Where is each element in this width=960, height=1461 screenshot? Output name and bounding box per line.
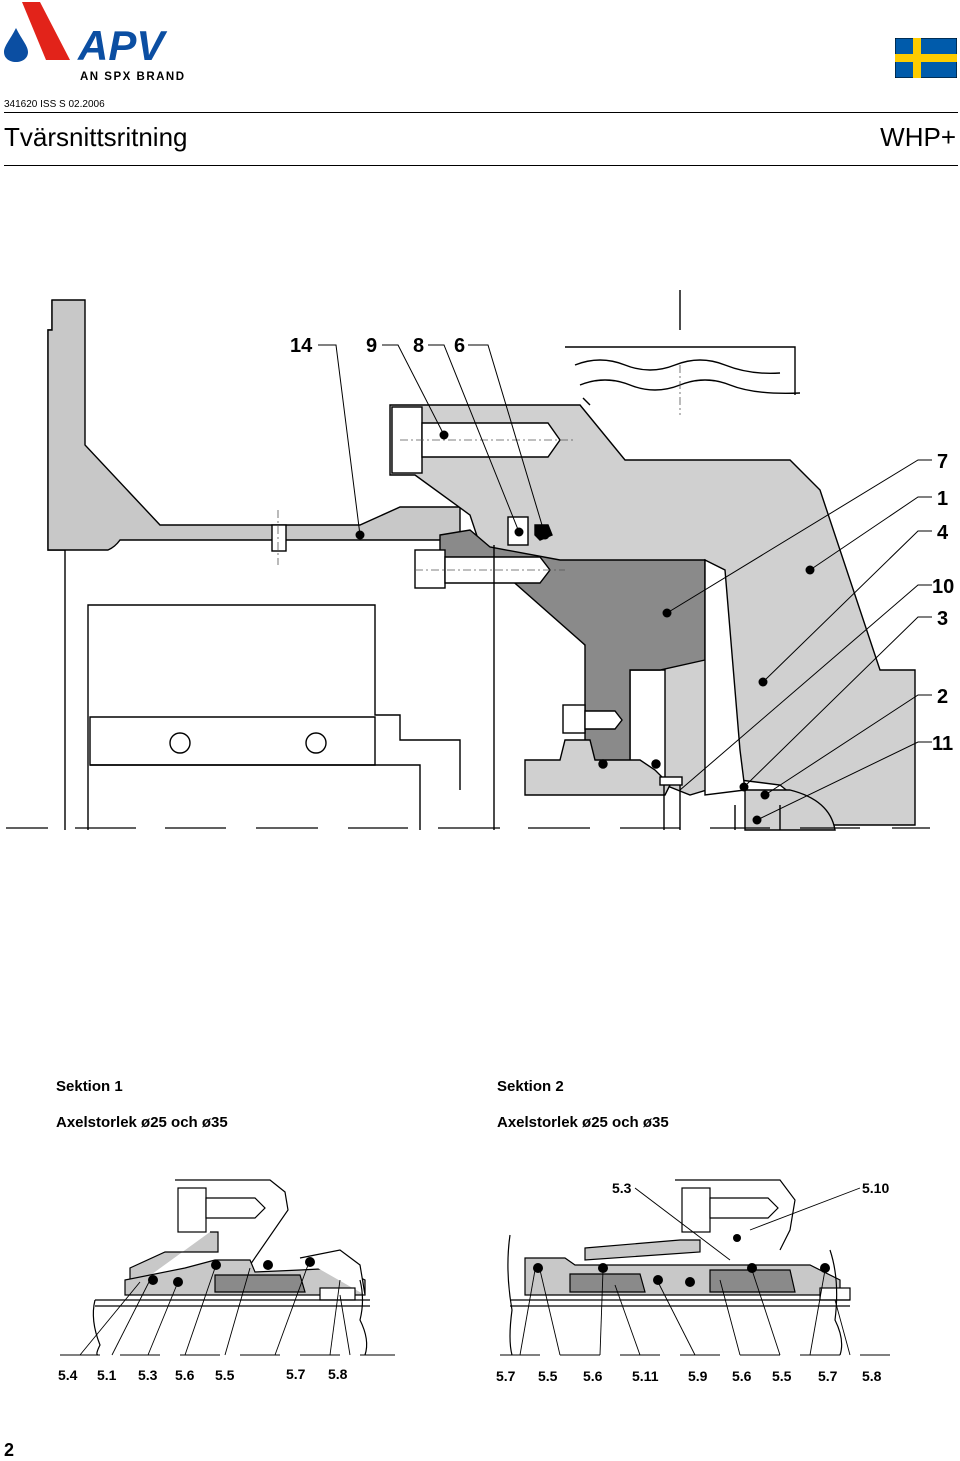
seal-face [569,1273,646,1293]
section2-seal-drawing: 5.3 5.10 5.7 5.5 5.6 5.11 5.9 5.6 5.5 5.… [496,1179,890,1384]
callout-label: 5.11 [632,1368,659,1384]
outlet-pipe [582,397,591,406]
pin [659,776,683,786]
section2-subheading: Axelstorlek ø25 och ø35 [497,1114,669,1131]
mechanical-seal [524,739,671,796]
socket-bolt-head [177,1187,207,1233]
outlet-pipe [574,359,781,375]
impeller-nose [744,789,836,831]
callout-label: 5.5 [772,1368,792,1384]
seal-face [709,1269,796,1293]
callout-label: 5.4 [58,1367,78,1383]
apv-logo: APV AN SPX BRAND [4,2,186,83]
bolt-shank [205,1197,266,1219]
callout-label: 14 [290,335,313,357]
callout-label: 5.1 [97,1367,117,1383]
bolt-shank [584,710,623,730]
callout-label: 5.8 [328,1366,348,1382]
callout-label: 8 [413,335,424,357]
socket-bolt-head [414,549,446,589]
callout-label: 5.7 [286,1366,306,1382]
callout-label: 5.6 [175,1367,195,1383]
callout-label: 1 [937,488,948,510]
callout-label: 5.6 [583,1368,603,1384]
callout-label: 10 [932,576,954,598]
section1-heading: Sektion 1 [56,1078,123,1095]
callout-label: 5.7 [818,1368,838,1384]
bolt-hole [169,732,191,754]
logo-red-drop-icon [22,2,70,60]
page-number: 2 [4,1440,15,1460]
pin [819,1287,851,1301]
pump-housing [299,1249,366,1296]
brand-name: APV [77,22,167,69]
seal-gland [584,1239,701,1261]
bolt-hole [305,732,327,754]
section2-heading: Sektion 2 [497,1078,564,1095]
shaft-lower [90,764,421,830]
callout-label: 5.3 [612,1180,632,1196]
callout-label: 4 [937,522,949,544]
callout-label: 9 [366,335,377,357]
callout-label: 5.6 [732,1368,752,1384]
page-title: Tvärsnittsritning [4,122,188,152]
callout-label: 5.7 [496,1368,516,1384]
document-code: 341620 ISS S 02.2006 [4,99,105,110]
casing-flange [47,299,461,551]
back-plate [704,558,746,796]
callout-label: 7 [937,451,948,473]
bolt-shank [709,1197,779,1219]
callout-label: 5.10 [862,1180,889,1196]
callout-label: 5.5 [538,1368,558,1384]
logo-blue-drop-icon [4,28,28,62]
header-rule [4,112,958,113]
callout-label: 5.8 [862,1368,882,1384]
callout-label: 3 [937,608,948,630]
seal-gland [129,1231,219,1290]
section1-seal-drawing: 5.4 5.1 5.3 5.6 5.5 5.7 5.8 [58,1179,395,1383]
brand-tagline: AN SPX BRAND [80,71,186,83]
section1-subheading: Axelstorlek ø25 och ø35 [56,1114,228,1131]
callout-label: 2 [937,686,948,708]
flange-hole [271,524,287,552]
model-name: WHP+ [880,122,956,152]
title-rule [4,165,958,166]
o-ring [651,759,661,769]
main-cross-section-drawing: 14 9 8 6 7 1 4 10 3 2 11 [6,290,954,831]
callout-label: 11 [932,733,953,755]
swedish-flag-icon [895,38,957,78]
outlet-pipe [579,379,801,394]
callout-label: 5.9 [688,1368,708,1384]
callout-label: 5.5 [215,1367,235,1383]
shaft-block [89,716,376,766]
socket-bolt-head [681,1187,711,1233]
callout-label: 6 [454,335,465,357]
callout-label: 5.3 [138,1367,158,1383]
socket-bolt-head [562,704,586,734]
o-ring [598,759,608,769]
outlet-pipe [565,346,796,395]
seal-face [214,1274,306,1293]
